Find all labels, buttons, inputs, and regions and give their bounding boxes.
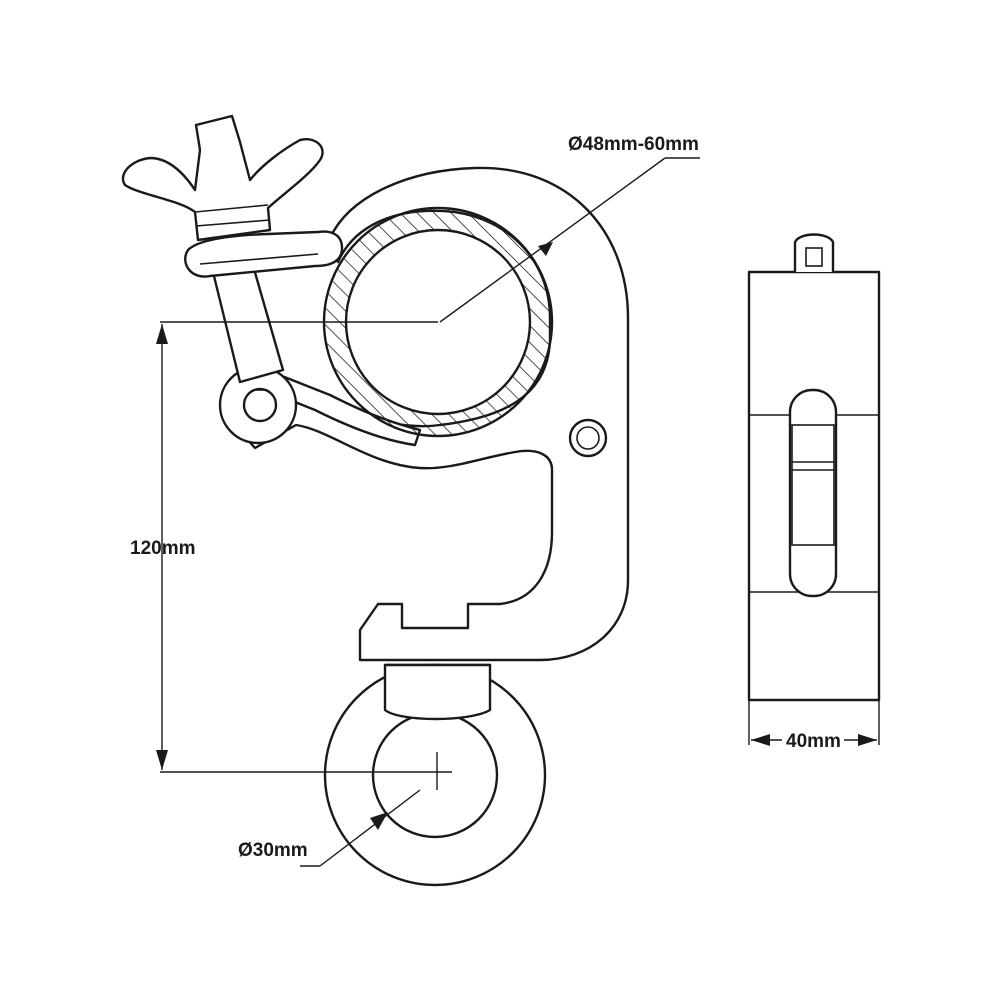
dimension-lines (156, 157, 880, 867)
front-view (121, 114, 630, 887)
side-slot (788, 388, 838, 598)
latch-lever (184, 230, 344, 278)
width-label: 40mm (786, 731, 841, 752)
eye-neck-front (383, 663, 492, 721)
side-view (747, 233, 881, 702)
hinge-pin-hole (242, 387, 278, 423)
wing-nut (121, 114, 324, 242)
side-bolt (568, 418, 608, 458)
eye-diameter-label: Ø30mm (238, 840, 308, 861)
side-tab (793, 233, 835, 274)
height-label: 120mm (130, 538, 196, 559)
tube-diameter-label: Ø48mm-60mm (568, 134, 699, 155)
eye-ring-inner (371, 711, 499, 839)
